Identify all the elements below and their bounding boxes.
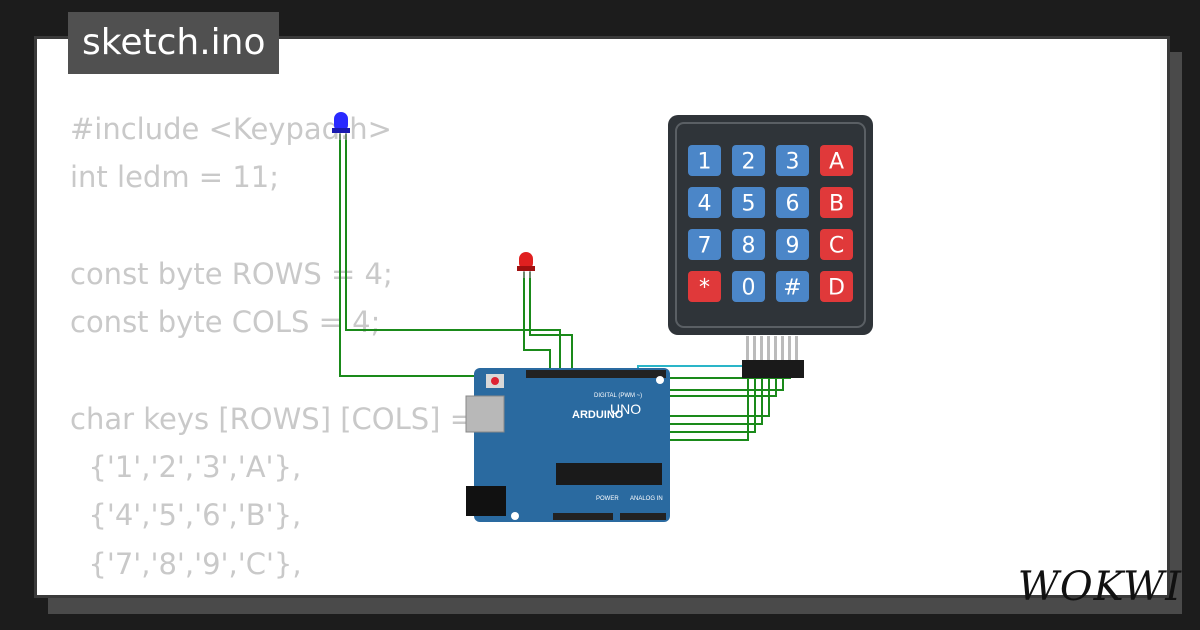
code-line: const byte ROWS = 4;	[70, 256, 393, 291]
key-label: 3	[786, 150, 800, 175]
key-0[interactable]: 0	[732, 271, 765, 302]
key-label: 4	[698, 192, 712, 217]
wire-red-led-2	[529, 272, 573, 372]
code-line: #include <Keypad.h>	[70, 112, 392, 146]
file-name-tab: sketch.ino	[68, 12, 280, 74]
analog-label: ANALOG IN	[630, 496, 663, 502]
digital-header-label: DIGITAL (PWM ~)	[594, 393, 642, 399]
key-label: 0	[742, 276, 756, 301]
red-led[interactable]	[517, 252, 535, 278]
wokwi-logo: WOKWI	[1017, 564, 1182, 610]
key-3[interactable]: 3	[776, 145, 809, 176]
code-line: {'1','2','3','A'},	[70, 450, 302, 485]
key-label: C	[829, 234, 844, 259]
key-label: 6	[786, 192, 800, 217]
board-brand: ARDUINO	[572, 409, 624, 421]
key-label: D	[828, 276, 845, 301]
arduino-uno-board[interactable]: ARDUINO UNO DIGITAL (PWM ~) POWER ANALOG…	[465, 368, 670, 522]
key-star[interactable]: *	[688, 271, 721, 302]
key-B[interactable]: B	[820, 187, 853, 218]
wire-red-led	[523, 272, 551, 372]
membrane-keypad[interactable]: 1 2 3 A 4 5 6 B 7 8 9 C * 0 # D	[668, 115, 873, 335]
code-line: const byte COLS = 4;	[70, 305, 381, 340]
key-label: *	[699, 276, 710, 301]
key-6[interactable]: 6	[776, 187, 809, 218]
key-label: 1	[698, 150, 712, 175]
keypad-connector	[742, 336, 804, 378]
key-9[interactable]: 9	[776, 229, 809, 260]
project-card[interactable]: #include <Keypad.h> int ledm = 11; const b…	[34, 36, 1170, 598]
key-A[interactable]: A	[820, 145, 853, 176]
blue-led[interactable]	[332, 112, 350, 140]
key-1[interactable]: 1	[688, 145, 721, 176]
key-8[interactable]: 8	[732, 229, 765, 260]
key-C[interactable]: C	[820, 229, 853, 260]
key-hash[interactable]: #	[776, 271, 809, 302]
key-label: A	[829, 150, 844, 175]
key-label: #	[783, 276, 801, 301]
key-7[interactable]: 7	[688, 229, 721, 260]
key-label: 8	[742, 234, 756, 259]
power-label: POWER	[596, 496, 619, 502]
key-5[interactable]: 5	[732, 187, 765, 218]
key-label: 9	[786, 234, 800, 259]
code-line: {'4','5','6','B'},	[70, 498, 302, 533]
key-D[interactable]: D	[820, 271, 853, 302]
code-line: int ledm = 11;	[70, 160, 279, 195]
wire-blue-led-2	[345, 134, 561, 372]
key-label: B	[829, 192, 844, 217]
board-model: UNO	[610, 401, 641, 417]
code-line: {'*','0','#','D'}	[70, 588, 502, 596]
code-preview: #include <Keypad.h> int ledm = 11; const b…	[70, 105, 502, 596]
key-label: 5	[742, 192, 756, 217]
key-label: 2	[742, 150, 756, 175]
key-4[interactable]: 4	[688, 187, 721, 218]
code-line: {'7','8','9','C'},	[70, 546, 302, 581]
key-2[interactable]: 2	[732, 145, 765, 176]
key-label: 7	[698, 234, 712, 259]
